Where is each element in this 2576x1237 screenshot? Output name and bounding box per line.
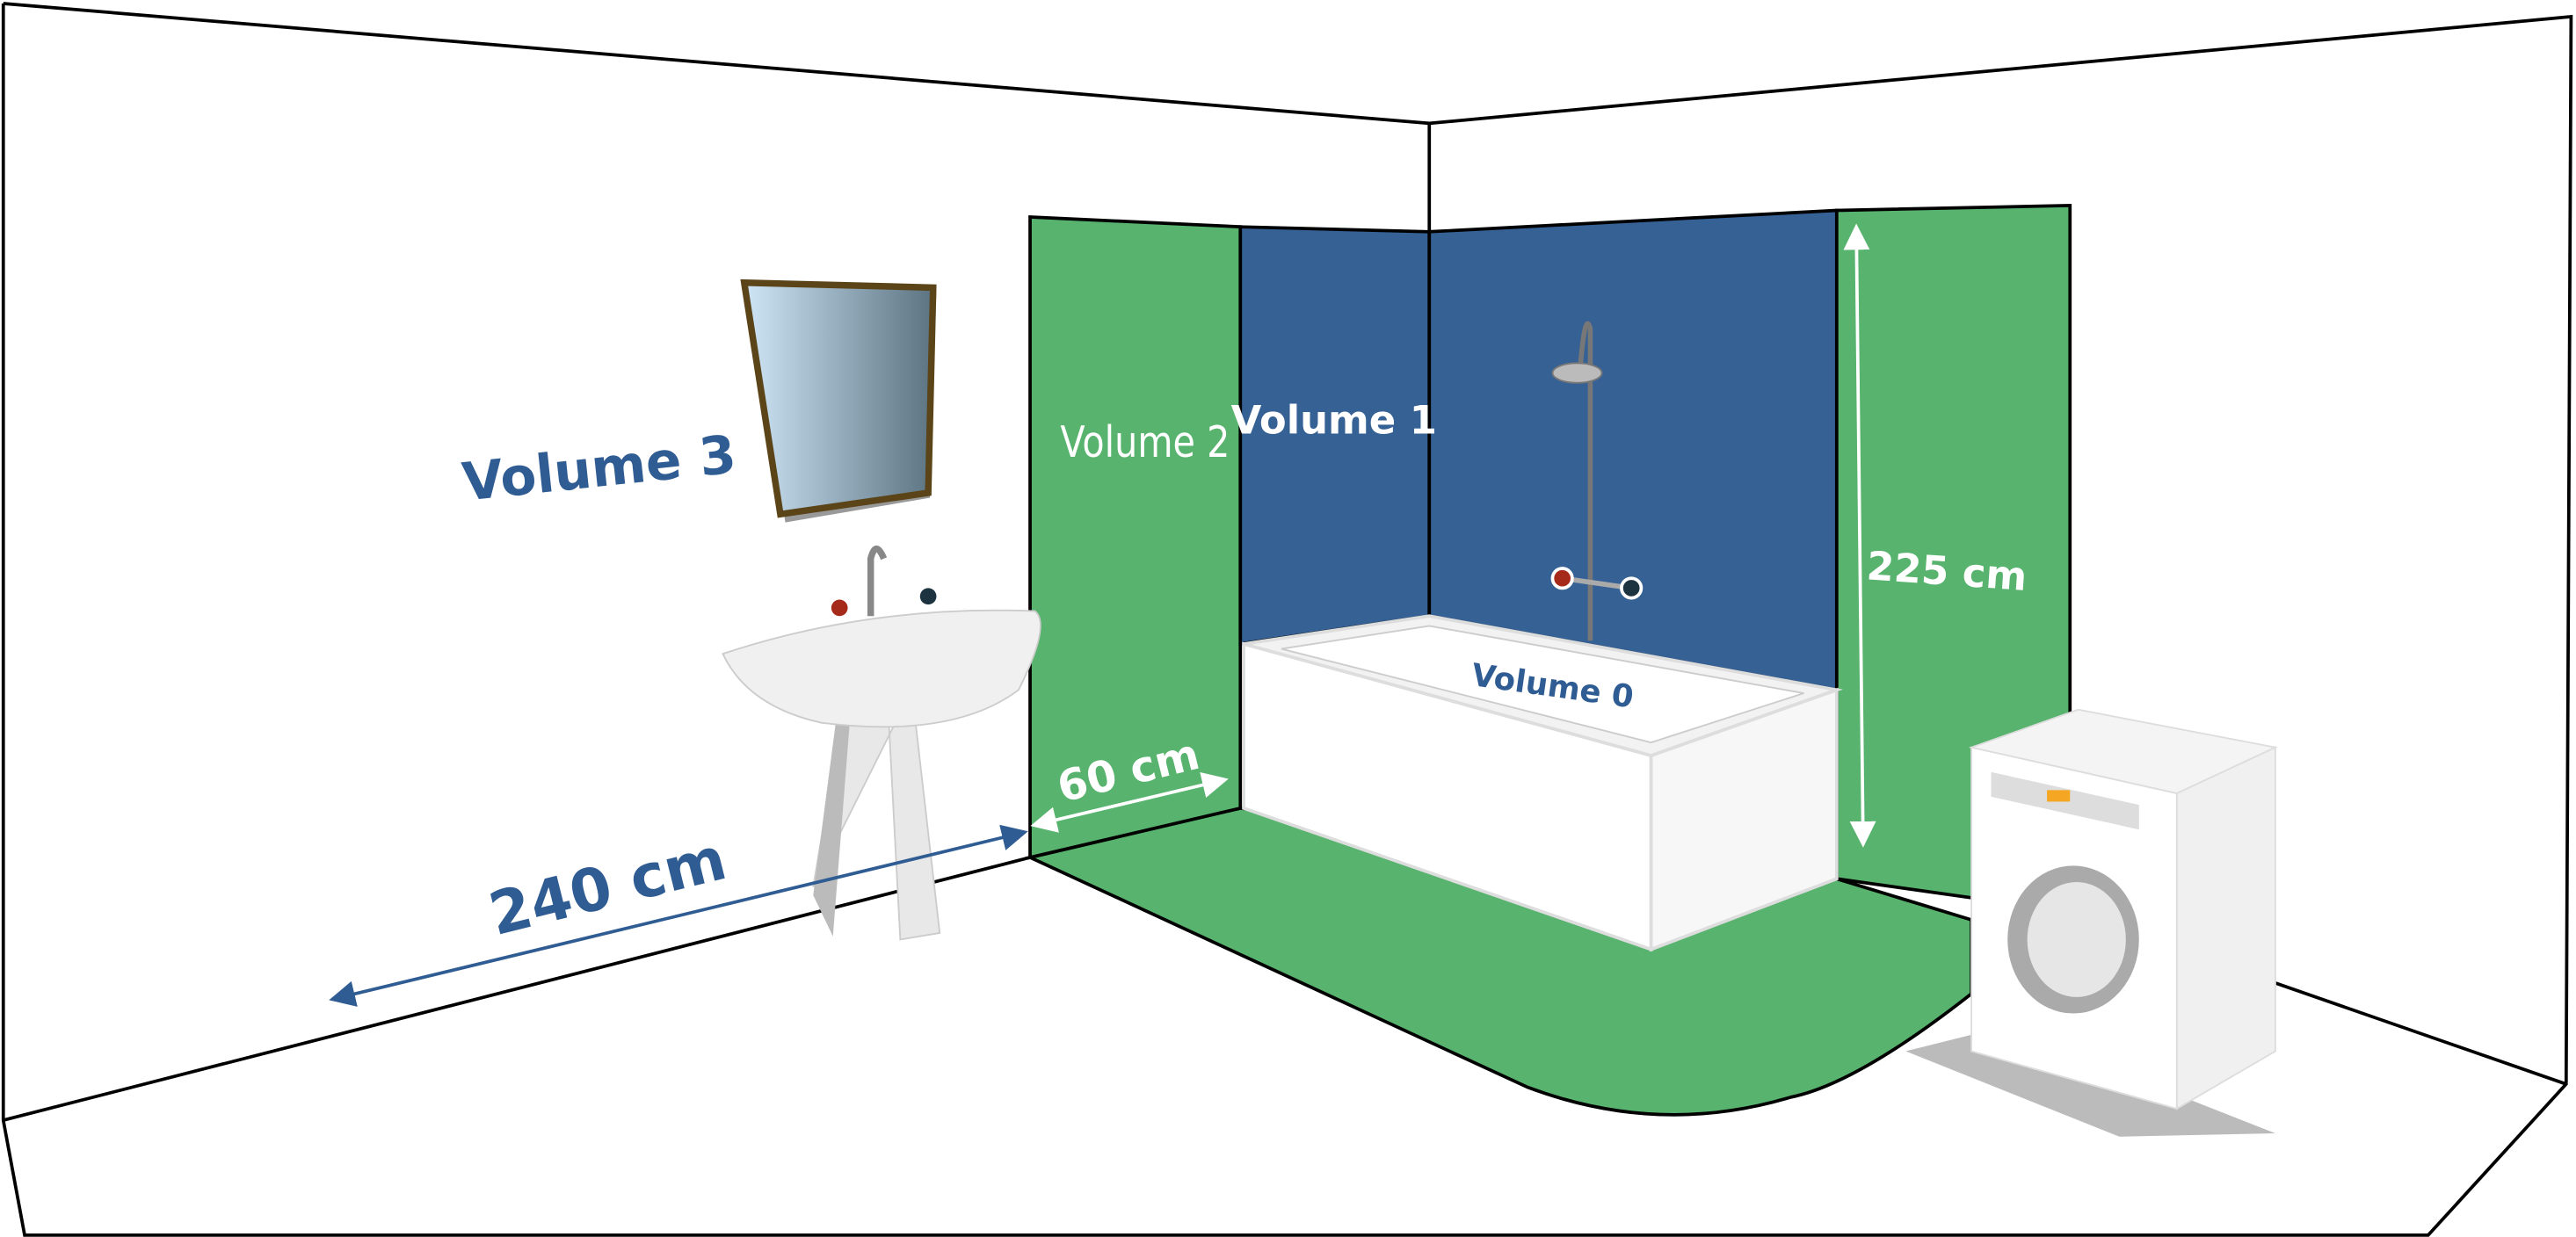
60cm-arrow — [1030, 771, 1229, 833]
225cm-label: 225 cm — [1865, 542, 2028, 600]
225cm-arrow — [1843, 223, 1876, 848]
240cm-label: 240 cm — [483, 824, 733, 949]
bathtub-icon — [1242, 614, 1844, 952]
volume-2-label: Volume 2 — [1060, 417, 1230, 467]
sink-icon — [722, 545, 1041, 941]
mirror-icon — [740, 279, 937, 523]
volume-1-back-wall — [1427, 208, 1839, 692]
volume-1-label: Volume 1 — [1231, 397, 1437, 444]
volume-3-label: Volume 3 — [460, 423, 739, 513]
240cm-arrow — [329, 824, 1028, 1007]
shower-icon — [1550, 321, 1644, 641]
washing-machine-icon — [1905, 708, 2278, 1137]
